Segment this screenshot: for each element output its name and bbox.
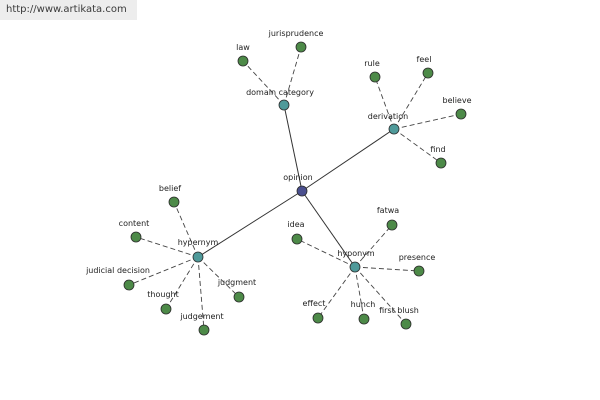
node-jurisprudence[interactable] — [295, 41, 307, 53]
node-opinion[interactable] — [296, 185, 308, 197]
edges-layer — [128, 46, 462, 331]
node-judgment[interactable] — [233, 291, 245, 303]
label-hunch: hunch — [351, 300, 376, 309]
node-rule[interactable] — [369, 71, 381, 83]
edge-hyponym-effect — [317, 266, 356, 319]
edge-domain-category-law — [242, 60, 285, 106]
label-thought: thought — [147, 290, 178, 299]
label-belief: belief — [159, 184, 181, 193]
labels-layer: opinion domain category law jurisprudence de… — [85, 29, 472, 321]
label-judgment: judgment — [217, 278, 256, 287]
label-effect: effect — [303, 299, 326, 308]
node-judgement[interactable] — [198, 324, 210, 336]
node-believe[interactable] — [455, 108, 467, 120]
node-hunch[interactable] — [358, 313, 370, 325]
node-derivation[interactable] — [388, 123, 400, 135]
node-idea[interactable] — [291, 233, 303, 245]
label-fatwa: fatwa — [377, 206, 399, 215]
label-first-blush: first blush — [379, 306, 419, 315]
edge-opinion-derivation — [301, 128, 395, 192]
node-belief[interactable] — [168, 196, 180, 208]
node-thought[interactable] — [160, 303, 172, 315]
node-presence[interactable] — [413, 265, 425, 277]
edge-opinion-hyponym — [301, 190, 356, 268]
edge-hyponym-hunch — [354, 266, 365, 320]
node-judicial-decision[interactable] — [123, 279, 135, 291]
edge-hypernym-judicial-decision — [128, 256, 199, 286]
edge-hyponym-presence — [354, 266, 420, 272]
label-domain-category: domain category — [246, 88, 314, 97]
edge-hyponym-first-blush — [354, 266, 407, 325]
edge-hyponym-fatwa — [354, 224, 393, 268]
edge-opinion-domain-category — [283, 104, 303, 192]
label-idea: idea — [287, 220, 304, 229]
edge-derivation-feel — [393, 72, 429, 130]
label-rule: rule — [364, 59, 380, 68]
label-derivation: derivation — [368, 112, 408, 121]
label-find: find — [430, 145, 445, 154]
node-hypernym[interactable] — [192, 251, 204, 263]
edge-hypernym-content — [135, 236, 199, 258]
edge-opinion-hypernym — [197, 190, 303, 258]
edge-derivation-rule — [374, 76, 395, 130]
nodes-layer — [123, 41, 467, 336]
node-effect[interactable] — [312, 312, 324, 324]
edge-hypernym-belief — [173, 201, 199, 258]
edge-domain-category-jurisprudence — [283, 46, 302, 106]
node-feel[interactable] — [422, 67, 434, 79]
edge-derivation-find — [393, 128, 442, 164]
edge-hypernym-thought — [165, 256, 199, 310]
edge-hyponym-idea — [296, 238, 356, 268]
label-judicial-decision: judicial decision — [85, 266, 150, 275]
label-feel: feel — [417, 55, 432, 64]
node-find[interactable] — [435, 157, 447, 169]
label-judgement: judgement — [179, 312, 223, 321]
label-presence: presence — [399, 253, 436, 262]
label-hypernym: hypernym — [178, 238, 219, 247]
label-jurisprudence: jurisprudence — [268, 29, 324, 38]
label-opinion: opinion — [283, 173, 312, 182]
label-believe: believe — [442, 96, 471, 105]
edge-hypernym-judgment — [197, 256, 240, 298]
label-content: content — [119, 219, 150, 228]
node-first-blush[interactable] — [400, 318, 412, 330]
watermark-url: http://www.artikata.com — [0, 0, 137, 20]
node-fatwa[interactable] — [386, 219, 398, 231]
node-hyponym[interactable] — [349, 261, 361, 273]
label-law: law — [236, 43, 250, 52]
node-law[interactable] — [237, 55, 249, 67]
node-content[interactable] — [130, 231, 142, 243]
edge-hypernym-judgement — [197, 256, 205, 331]
label-hyponym: hyponym — [337, 249, 375, 258]
edge-derivation-believe — [393, 113, 462, 130]
node-domain-category[interactable] — [278, 99, 290, 111]
